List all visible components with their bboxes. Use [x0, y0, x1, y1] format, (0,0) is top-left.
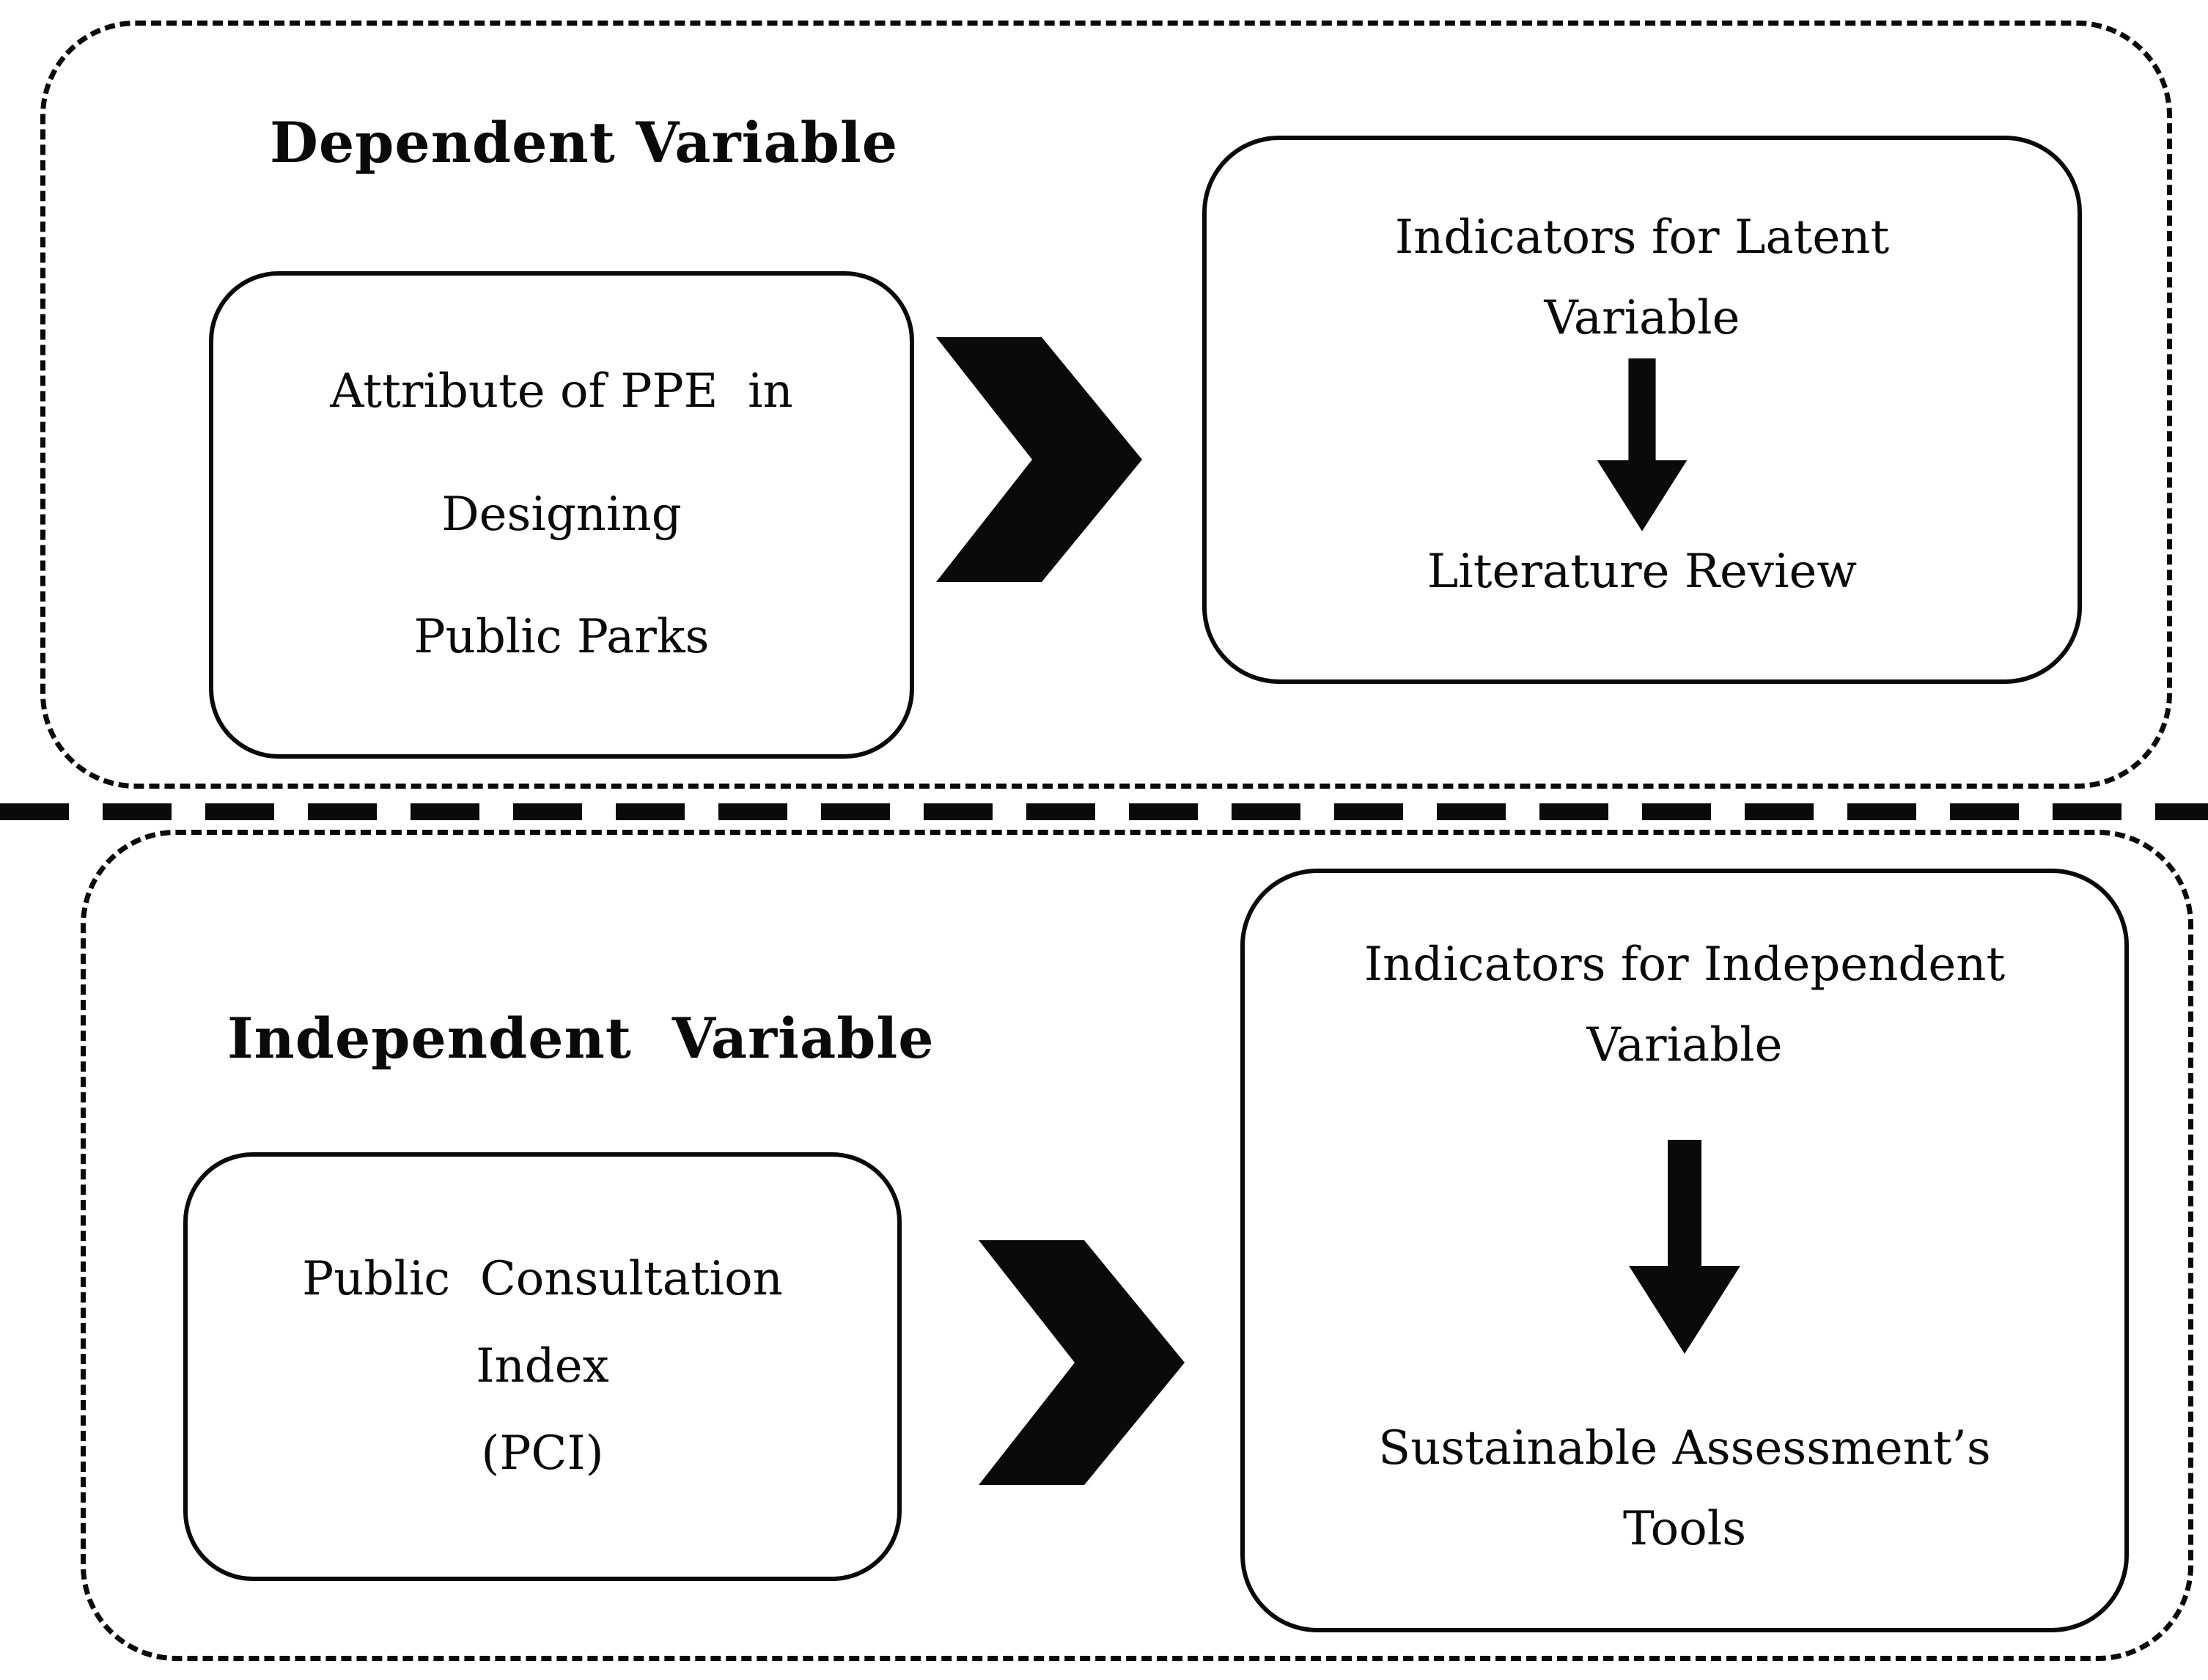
indicators-latent-box: Indicators for Latent Variable Literatur…	[1202, 136, 2082, 684]
sustainable-assessment-label: Tools	[1622, 1501, 1747, 1556]
box-line: Variable	[1586, 1018, 1783, 1073]
indicators-independent-box: Indicators for Independent Variable Sust…	[1240, 869, 2129, 1632]
dependent-variable-panel	[40, 21, 2172, 789]
sustainable-assessment-label: Sustainable Assessment’s	[1378, 1421, 1991, 1475]
sustainable-assessment-label-block: Sustainable Assessment’s Tools	[1378, 1408, 1990, 1569]
chevron-right-icon	[936, 337, 1142, 582]
dependent-variable-label: Dependent Variable	[270, 110, 899, 175]
arrow-down-icon	[1629, 1140, 1740, 1354]
box-line: Variable	[1544, 291, 1740, 346]
box-line: Public Parks	[413, 610, 710, 665]
box-line: Indicators for Independent	[1364, 937, 2006, 992]
box-line: Designing	[441, 487, 682, 542]
box-line: Public Consultation	[302, 1251, 783, 1306]
box-line: (PCI)	[481, 1426, 604, 1481]
arrow-down-icon	[1597, 358, 1688, 531]
indicators-latent-title: Indicators for Latent Variable	[1395, 197, 1889, 358]
independent-variable-panel	[81, 830, 2193, 1661]
box-line: Indicators for Latent	[1394, 210, 1890, 265]
indicators-independent-title: Indicators for Independent Variable	[1364, 924, 2005, 1086]
literature-review-label: Literature Review	[1427, 544, 1858, 599]
box-line: Attribute of PPE in	[330, 364, 793, 419]
box-line: Index	[476, 1338, 609, 1393]
section-divider	[0, 803, 2208, 820]
pci-box: Public Consultation Index (PCI)	[183, 1152, 902, 1581]
literature-review-label-block: Literature Review	[1427, 531, 1857, 612]
independent-variable-label: Independent Variable	[227, 1006, 935, 1071]
chevron-right-icon	[979, 1240, 1185, 1485]
attribute-of-ppe-box: Attribute of PPE in Designing Public Par…	[209, 271, 914, 759]
